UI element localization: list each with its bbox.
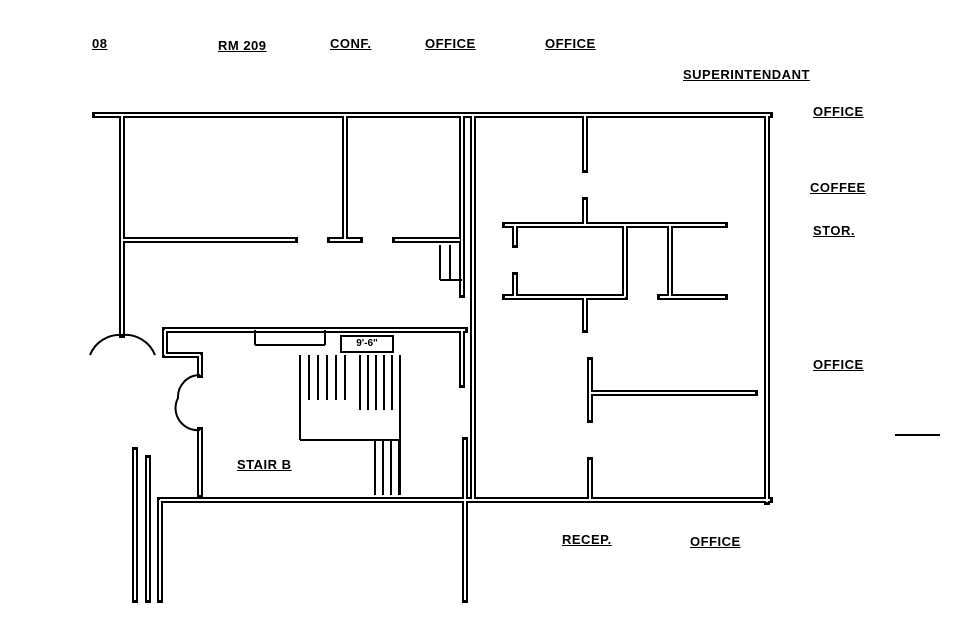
label-rm-209: RM 209 [218,38,267,53]
label-office: OFFICE [813,357,864,372]
label-office: OFFICE [545,36,596,51]
label-coffee: COFFEE [810,180,866,195]
label-conf: CONF. [330,36,372,51]
label-stor: STOR. [813,223,855,238]
door-swing [121,333,156,356]
label-recep: RECEP. [562,532,612,547]
label-room-08: 08 [92,36,108,51]
label-office: OFFICE [690,534,741,549]
label-office: OFFICE [813,104,864,119]
label-stair-b: STAIR B [237,457,292,472]
dimension-label: 9'-6" [340,335,394,353]
door-swing [174,373,201,432]
label-superintendant: SUPERINTENDANT [683,67,810,82]
label-office: OFFICE [425,36,476,51]
door-swing [89,333,123,356]
